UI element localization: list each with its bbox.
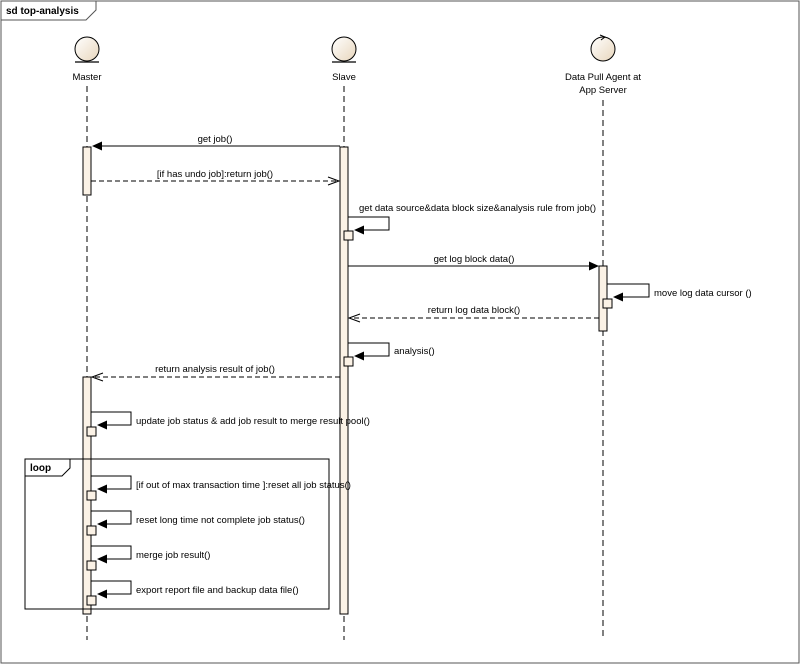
frame-title-tab	[1, 1, 97, 21]
message-reset-long-time-job-status: reset long time not complete job status(…	[86, 510, 305, 536]
message-get-data-source: get data source&data block size&analysis…	[343, 203, 596, 241]
message-label: get log block data()	[434, 254, 515, 265]
entity-icon	[74, 36, 100, 62]
entity-icon	[331, 36, 357, 62]
message-label: return analysis result of job()	[155, 364, 275, 375]
message-label: reset long time not complete job status(…	[136, 515, 305, 526]
message-get-job: get job()	[92, 134, 340, 151]
frame-title: sd top-analysis	[6, 6, 79, 17]
messages: get job() [if has undo job]:return job()…	[86, 134, 752, 606]
message-label: get data source&data block size&analysis…	[359, 203, 596, 214]
message-label: analysis()	[394, 346, 435, 357]
message-export-report-file: export report file and backup data file(…	[86, 580, 299, 606]
message-label: move log data cursor ()	[654, 288, 752, 299]
message-label: [if has undo job]:return job()	[157, 169, 273, 180]
lifeline-label-agent-line1: Data Pull Agent at	[565, 72, 641, 83]
loop-fragment: loop	[24, 458, 330, 610]
message-update-job-status: update job status & add job result to me…	[86, 411, 370, 437]
message-move-log-data-cursor: move log data cursor ()	[602, 283, 752, 309]
lifeline-agent: Data Pull Agent at App Server	[565, 34, 641, 640]
message-get-log-block-data: get log block data()	[348, 254, 599, 271]
message-merge-job-result: merge job result()	[86, 545, 210, 571]
lifeline-label-master: Master	[72, 72, 101, 83]
message-analysis: analysis()	[343, 342, 435, 367]
lifeline-label-slave: Slave	[332, 72, 356, 83]
message-reset-all-job-status: [if out of max transaction time ]:reset …	[86, 475, 351, 501]
activation-slave	[339, 146, 349, 615]
loop-label: loop	[30, 463, 51, 474]
message-label: merge job result()	[136, 550, 210, 561]
message-label: return log data block()	[428, 305, 520, 316]
message-label: export report file and backup data file(…	[136, 585, 299, 596]
lifeline-label-agent-line2: App Server	[579, 85, 627, 96]
message-label: [if out of max transaction time ]:reset …	[136, 480, 351, 491]
message-label: update job status & add job result to me…	[136, 416, 370, 427]
activation-master-1	[82, 146, 92, 196]
control-icon	[590, 36, 616, 62]
message-label: get job()	[198, 134, 233, 145]
message-return-job: [if has undo job]:return job()	[91, 169, 341, 186]
message-return-log-data-block: return log data block()	[347, 305, 599, 323]
message-return-analysis-result: return analysis result of job()	[90, 364, 340, 382]
activations	[82, 146, 608, 615]
